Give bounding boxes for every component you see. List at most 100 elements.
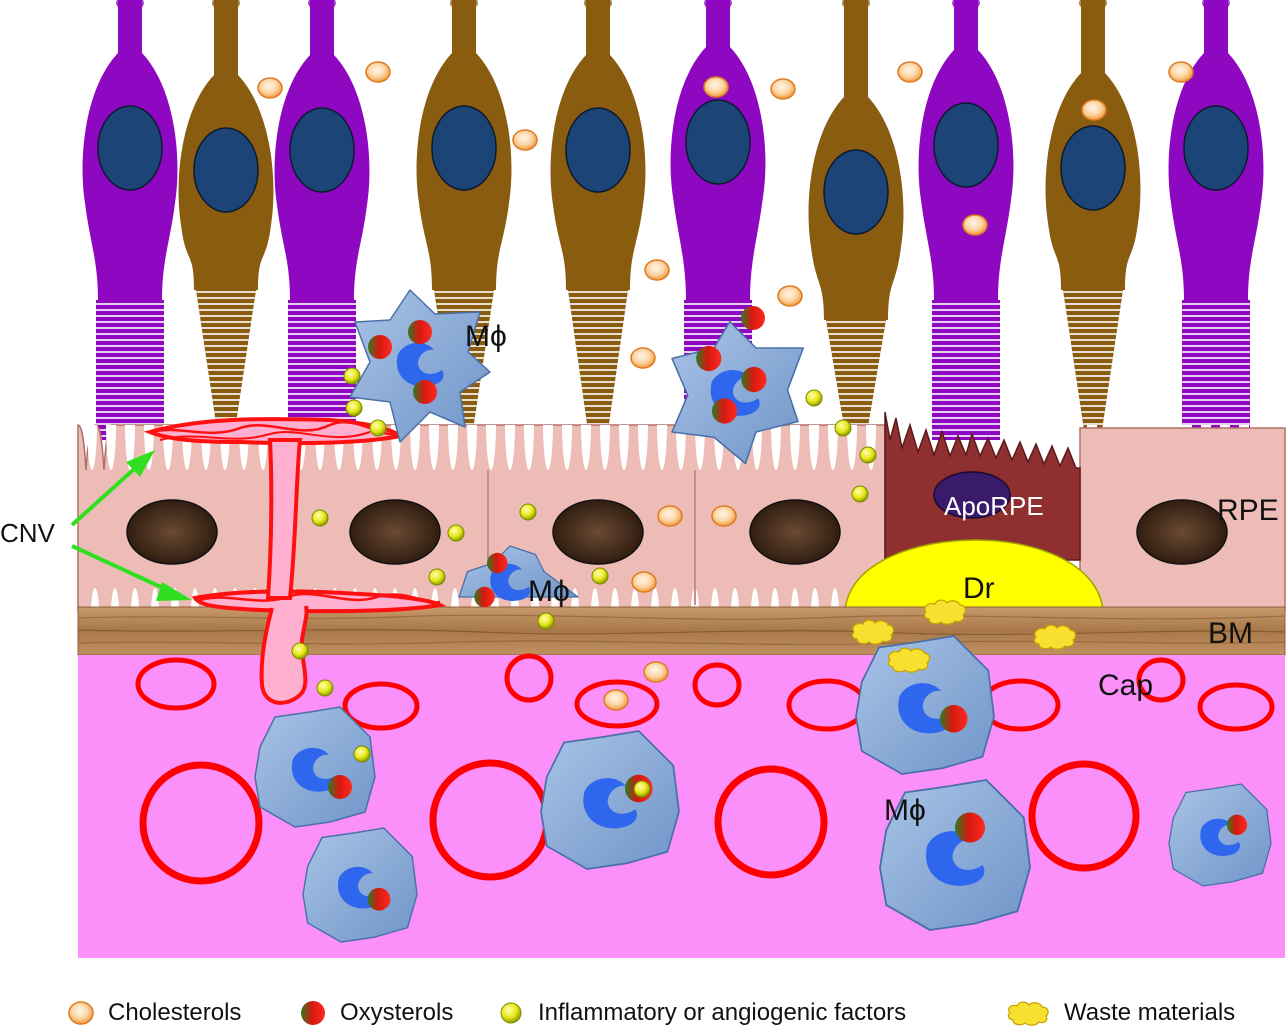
inflammatory-factor — [851, 485, 869, 503]
oxysterol — [408, 320, 432, 344]
inflammatory-factor — [311, 509, 329, 527]
legend-label: Inflammatory or angiogenic factors — [538, 999, 907, 1026]
inflammatory-factor — [834, 419, 852, 437]
waste-material — [851, 619, 894, 645]
particle-group — [257, 61, 1194, 798]
waste-material — [1033, 624, 1076, 650]
cholesterol — [257, 77, 283, 99]
cholesterol — [1168, 61, 1194, 83]
bruchs-membrane — [77, 606, 1286, 656]
inflammatory-factor — [369, 419, 387, 437]
macrophage-nucleus — [1200, 818, 1240, 856]
blood-vessel — [342, 681, 420, 731]
legend-item-oxysterols: Oxysterols — [298, 998, 453, 1028]
cnv-vessel — [143, 417, 447, 705]
cholesterol — [643, 661, 669, 683]
macrophage — [540, 730, 680, 870]
inflammatory-factor — [537, 612, 555, 630]
inflammatory-factor — [519, 503, 537, 521]
rod-photoreceptor — [274, 0, 370, 440]
macrophage — [254, 706, 376, 828]
photoreceptor-nucleus — [933, 102, 999, 188]
photoreceptor-nucleus — [565, 107, 631, 193]
oxysterol — [328, 775, 352, 799]
oxysterol — [413, 380, 437, 404]
apo-rpe-nucleus — [933, 471, 1011, 519]
rod-photoreceptor — [918, 0, 1014, 440]
cholesterol — [365, 61, 391, 83]
rpe-nucleus — [552, 499, 644, 565]
oxysterol — [474, 586, 495, 608]
legend-label: Cholesterols — [108, 999, 242, 1026]
cholesterol — [630, 347, 656, 369]
oxysterol — [741, 366, 767, 393]
macrophage-nucleus — [583, 778, 638, 829]
rpe-label: RPE — [1217, 494, 1279, 527]
inflammatory-factor — [428, 568, 446, 586]
macrophage — [855, 635, 995, 775]
oxysterol — [939, 705, 968, 733]
rpe-nucleus — [126, 499, 218, 565]
oxysterol-icon — [301, 1001, 325, 1025]
inflammatory-factor — [291, 642, 309, 660]
inflammatory-factor — [447, 524, 465, 542]
legend-item-waste: Waste materials — [1004, 998, 1235, 1028]
bm-label: BM — [1208, 617, 1253, 650]
blood-vessel — [692, 662, 742, 708]
macrophage — [1168, 783, 1272, 887]
waste-material — [887, 647, 930, 673]
macrophage-label: Mϕ — [465, 320, 507, 353]
cone-photoreceptor — [178, 0, 274, 470]
macrophage-group — [254, 289, 1272, 943]
legend-label: Waste materials — [1064, 999, 1236, 1026]
blood-vessel — [504, 653, 554, 703]
choriocapillaris — [135, 653, 1275, 885]
inflammatory-factor — [345, 399, 363, 417]
cholesterol — [644, 259, 670, 281]
rod-photoreceptor — [1168, 0, 1264, 440]
oxysterol — [1226, 814, 1248, 835]
photoreceptor-nucleus — [685, 99, 751, 185]
waste-material — [923, 599, 966, 625]
macrophage-label: Mϕ — [528, 575, 570, 608]
waste-icon — [1007, 1001, 1049, 1026]
macrophage — [349, 289, 491, 443]
cholesterol — [603, 689, 629, 711]
cnv-label: CNV — [0, 518, 56, 548]
factor-icon — [500, 1002, 522, 1024]
rod-photoreceptor — [82, 0, 178, 440]
macrophage-nucleus — [291, 747, 339, 792]
oxysterol — [368, 335, 392, 359]
photoreceptor-nucleus — [97, 105, 163, 191]
blood-vessel — [1197, 682, 1275, 732]
cholesterol — [703, 76, 729, 98]
oxysterol — [741, 306, 765, 330]
inflammatory-factor — [343, 367, 361, 385]
macrophage-label: Mϕ — [884, 794, 926, 827]
macrophage — [879, 779, 1031, 931]
oxysterol — [367, 887, 391, 911]
photoreceptor-nucleus — [823, 149, 889, 235]
inflammatory-factor — [805, 389, 823, 407]
cnv-arrows — [70, 450, 192, 601]
amd-pathology-diagram: CNV RPE BM Cap ApoRPE Dr Mϕ Mϕ Mϕ — [0, 0, 1287, 958]
inflammatory-factor — [859, 446, 877, 464]
oxysterol — [955, 812, 985, 843]
macrophage-nucleus — [396, 342, 444, 387]
drusen — [844, 539, 1104, 611]
oxysterol — [711, 398, 738, 424]
blood-vessel — [135, 657, 217, 711]
cone-photoreceptor — [550, 0, 646, 480]
photoreceptor-nucleus — [193, 127, 259, 213]
cholesterol — [770, 78, 796, 100]
photoreceptor-nucleus — [289, 107, 355, 193]
cone-photoreceptor — [808, 0, 904, 480]
oxysterol — [487, 552, 508, 574]
macrophage — [302, 827, 418, 943]
cholesterol — [657, 505, 683, 527]
oxysterol — [696, 345, 722, 372]
cholesterol — [897, 61, 923, 83]
inflammatory-factor — [633, 780, 651, 798]
inflammatory-factor — [353, 745, 371, 763]
cholesterol — [777, 285, 803, 307]
